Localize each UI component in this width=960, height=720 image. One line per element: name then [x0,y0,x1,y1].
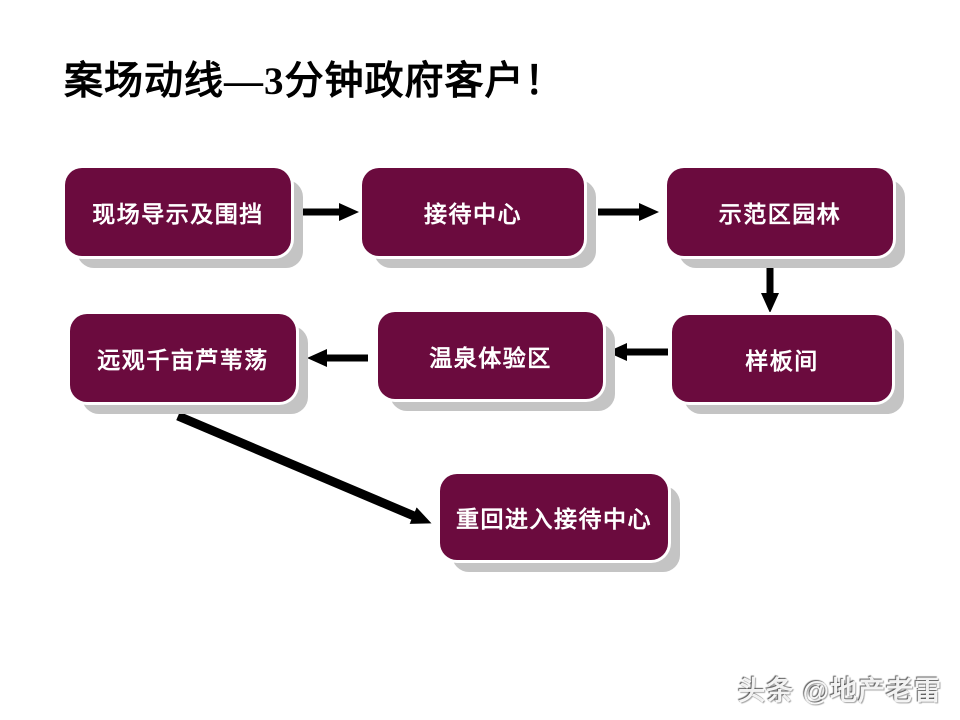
flow-node-label: 样板间 [745,347,819,374]
flow-node-reed-marsh-view: 远观千亩芦苇荡 [70,314,296,402]
flow-node-label: 示范区园林 [718,201,842,227]
flow-node-site-signage: 现场导示及围挡 [65,168,291,256]
flow-node-show-room: 样板间 [672,315,892,402]
flow-node-label: 接待中心 [424,201,522,227]
flow-node-label: 重回进入接待中心 [456,506,652,532]
flow-node-label: 现场导示及围挡 [92,201,264,227]
flow-node-return-reception: 重回进入接待中心 [440,474,668,560]
flow-node-reception-center: 接待中心 [362,168,584,256]
flow-node-label: 温泉体验区 [429,344,552,371]
flow-node-label: 远观千亩芦苇荡 [97,347,269,373]
arrow-reedmarsh-to-return [176,411,432,524]
flow-node-demo-area-garden: 示范区园林 [667,168,893,256]
watermark-text: 头条 @地产老雷 [738,676,942,706]
page-title: 案场动线—3分钟政府客户！ [64,60,565,103]
flow-node-hot-spring-zone: 温泉体验区 [378,312,603,399]
